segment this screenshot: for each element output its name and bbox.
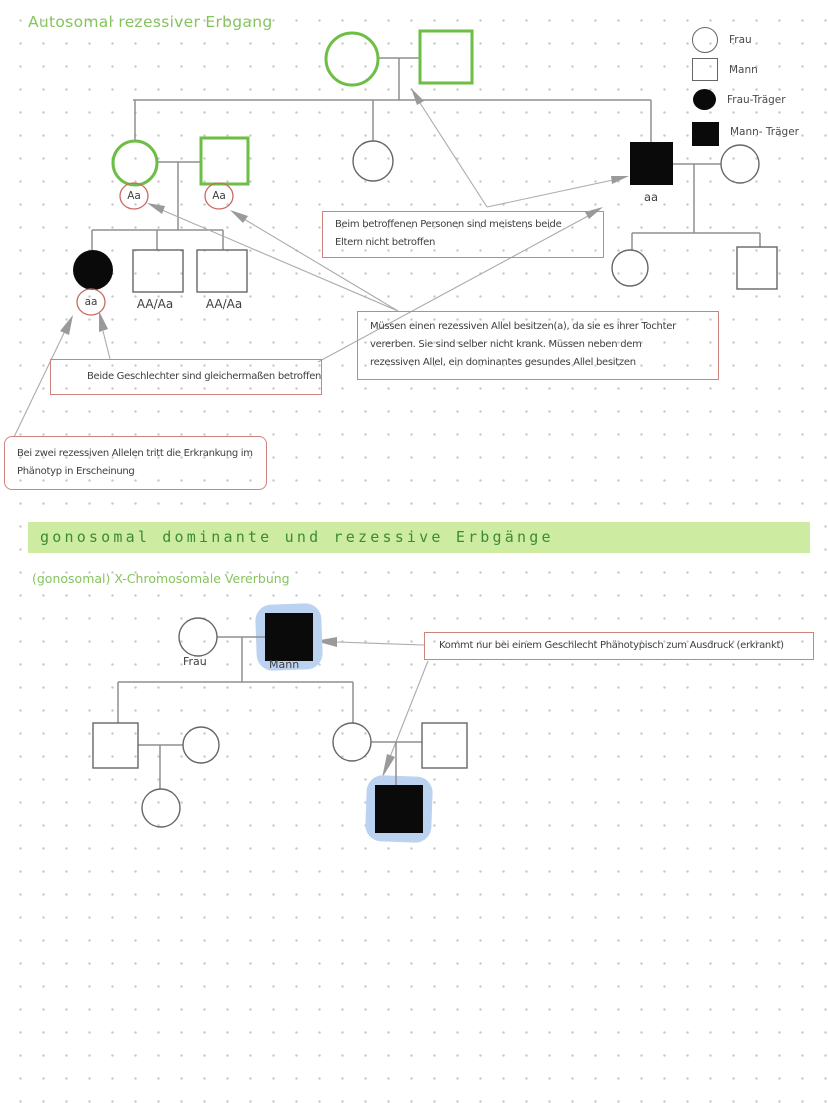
pedigree2-lines <box>117 636 422 789</box>
p1-father-genotype-circle <box>204 182 234 210</box>
p2-right-daughter-circle <box>332 722 372 762</box>
arrowhead-mann <box>315 637 337 647</box>
p2-right-husband-square <box>421 722 468 769</box>
p1-grandmother-circle <box>324 31 380 87</box>
arrow-line-parents <box>419 102 488 208</box>
p1-affected-man-square <box>630 142 673 185</box>
legend-label: Frau <box>729 34 752 46</box>
legend-item-mann-traeger: Mann- Träger <box>692 118 822 146</box>
legend-item-mann: Mann <box>692 58 822 81</box>
annotation-text: Beim betroffenen Personen sind meistens … <box>335 219 562 230</box>
genotype-affected-daughter: aa <box>84 296 98 308</box>
annotation-text: Müssen einen rezessiven Allel besitzen(a… <box>370 321 676 332</box>
legend-item-frau-traeger: Frau-Träger <box>692 86 822 113</box>
arrowhead-mother-Aa <box>147 203 165 214</box>
p2-left-grandchild-circle <box>141 788 181 828</box>
arrowhead-affected-man-2 <box>585 207 603 219</box>
genotype-son1: AA/Aa <box>136 297 174 311</box>
arrow-line-father-Aa <box>243 218 399 312</box>
arrow-line-affected-man-1 <box>486 179 614 208</box>
section-heading-band: gonosomal dominante und rezessive Erbgän… <box>28 522 810 553</box>
arrow-line-affected-man-2 <box>317 215 589 363</box>
p1-affected-daughter-circle <box>73 250 113 290</box>
annotation-text: Bei zwei rezessiven Allelen tritt die Er… <box>17 448 253 459</box>
genotype-son2: AA/Aa <box>205 297 243 311</box>
legend-label: Mann- Träger <box>730 126 799 138</box>
legend-item-frau: Frau <box>692 27 822 53</box>
male-carrier-icon <box>692 122 719 146</box>
annotation-both-sexes: Beide Geschlechter sind gleichermaßen be… <box>50 359 322 395</box>
arrow-line-mann <box>336 641 425 646</box>
section-subheading: (gonosomal) X-Chromosomale Vererbung <box>32 571 290 586</box>
p2-father-label: Mann <box>269 658 300 671</box>
annotation-text: Kommt nur bei einem Geschlecht Phänotypi… <box>439 640 784 651</box>
p2-affected-son-square <box>375 785 423 833</box>
female-unaffected-icon <box>692 27 718 53</box>
arrowhead-father-Aa <box>230 210 248 223</box>
p2-left-wife-circle <box>182 726 220 764</box>
genotype-affected-man: aa <box>643 190 659 204</box>
annotation-one-sex: Kommt nur bei einem Geschlecht Phänotypi… <box>424 632 814 660</box>
annotation-carrier-explanation: Müssen einen rezessiven Allel besitzen(a… <box>357 311 719 380</box>
legend: Frau Mann Frau-Träger Mann- Träger <box>692 27 822 151</box>
arrowhead-affected-son <box>382 754 395 778</box>
annotation-text: rezessiven Allel, ein dominantes gesunde… <box>370 357 636 368</box>
genotype-father: Aa <box>212 190 226 202</box>
p1-daughter-genotype-circle <box>76 288 106 316</box>
genotype-mother: Aa <box>127 190 141 202</box>
male-unaffected-icon <box>692 58 718 81</box>
legend-label: Mann <box>729 63 758 76</box>
pedigree1-lines <box>91 57 761 250</box>
arrowhead-aa-1 <box>99 311 108 332</box>
page-title: Autosomal rezessiver Erbgang <box>28 13 273 31</box>
annotation-text: Phänotyp in Erscheinung <box>17 466 135 477</box>
arrowhead-affected-man-1 <box>611 176 629 184</box>
arrow-line-aa-1 <box>102 330 111 360</box>
annotation-arrow-lines <box>13 102 614 758</box>
arrow-line-aa-2 <box>13 332 65 438</box>
p2-left-son-square <box>92 722 139 769</box>
legend-label: Frau-Träger <box>727 93 786 106</box>
p1-son2-square <box>196 249 248 293</box>
p1-right-son-square <box>736 246 778 290</box>
p1-grandfather-square <box>418 29 474 85</box>
arrow-line-mother-Aa <box>161 209 399 312</box>
p1-middle-daughter-circle <box>352 140 394 182</box>
annotation-text: Eltern nicht betroffen <box>335 237 436 248</box>
annotation-text: Beide Geschlechter sind gleichermaßen be… <box>87 371 322 382</box>
arrow-line-affected-son <box>389 660 429 758</box>
annotation-parents-unaffected: Beim betroffenen Personen sind meistens … <box>322 211 604 258</box>
p1-right-daughter-circle <box>611 249 649 287</box>
p1-carrier-mother-circle <box>111 139 159 187</box>
p1-carrier-father-square <box>199 136 250 186</box>
p1-mother-genotype-circle <box>119 182 149 210</box>
female-carrier-icon <box>693 89 716 110</box>
p2-mother-label: Frau <box>183 655 207 668</box>
annotation-arrow-heads <box>60 88 629 778</box>
arrowhead-parents <box>411 88 424 105</box>
p1-son1-square <box>132 249 184 293</box>
p1-right-wife-circle <box>720 144 760 184</box>
annotation-two-recessive: Bei zwei rezessiven Allelen tritt die Er… <box>4 436 267 490</box>
p2-mother-circle <box>178 617 218 657</box>
p2-father-square <box>265 613 313 661</box>
arrowhead-aa-2 <box>60 315 73 335</box>
annotation-text: vererben. Sie sind selber nicht krank. M… <box>370 339 642 350</box>
